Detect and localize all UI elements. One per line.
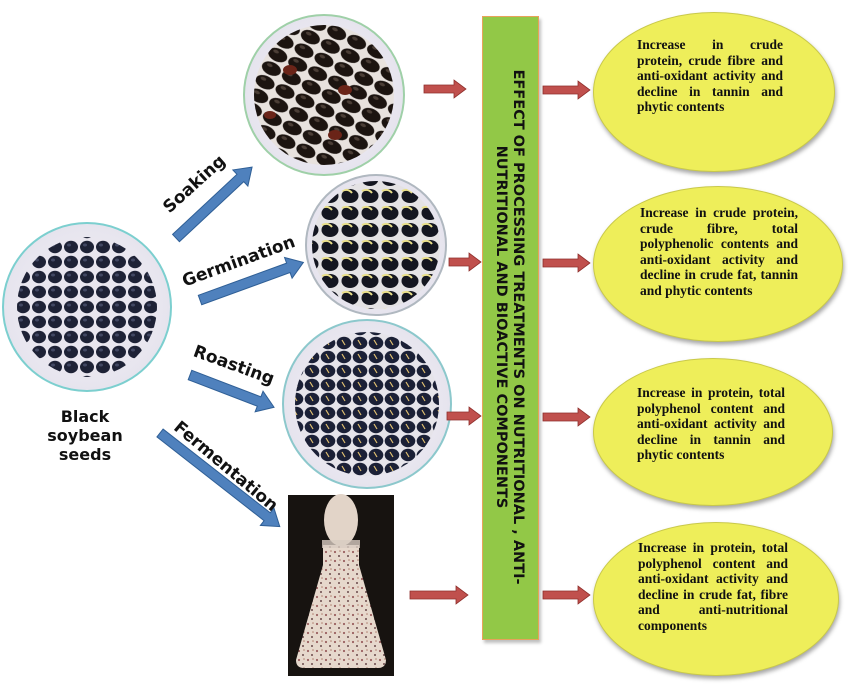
center-title-box [482,16,539,640]
source-label: Black soybean seeds [30,407,140,464]
center-to-soaking-effect-arrow-icon [542,80,591,100]
fermentation-flask-image [288,494,394,676]
effect-ellipse-roasting [593,358,833,506]
fermentation-to-center-arrow-icon [409,585,469,605]
input-arrows [409,79,482,605]
source-label-line: seeds [58,445,112,464]
effect-ellipse-soaking [593,12,835,172]
source-label-line: Black [60,407,110,426]
roasting-dish-image [282,319,452,489]
center-to-roasting-effect-arrow-icon [542,407,591,427]
output-arrows [542,80,591,605]
germination-arrow-icon [197,256,305,306]
effect-ellipse-fermentation [593,522,839,676]
center-title: EFFECT OF PROCESSING TREATMENTS ON NUTRI… [493,69,526,585]
treatment-arrows [156,166,305,528]
effect-text-soaking: Increase in crude protein, crude fibre a… [637,37,783,114]
roasting-to-center-arrow-icon [446,406,482,426]
soaking-arrow-icon [171,166,253,243]
fermentation-arrow-icon [156,428,281,528]
germination-to-center-arrow-icon [448,252,482,272]
center-to-fermentation-effect-arrow-icon [542,585,591,605]
roasting-arrow-icon [187,369,275,413]
soaking-to-center-arrow-icon [423,79,467,99]
effect-ellipse-germination [593,186,843,342]
center-to-germination-effect-arrow-icon [542,253,591,273]
soaking-dish-image [243,14,405,176]
effect-text-germination: Increase in crude protein, crude fibre, … [640,205,798,298]
effect-text-fermentation: Increase in protein, total polyphenol co… [638,540,788,633]
source-label-line: soybean [47,426,123,445]
germination-dish-image [305,174,447,316]
source-dish-image [2,222,172,392]
effect-text-roasting: Increase in protein, total polyphenol co… [637,385,785,462]
